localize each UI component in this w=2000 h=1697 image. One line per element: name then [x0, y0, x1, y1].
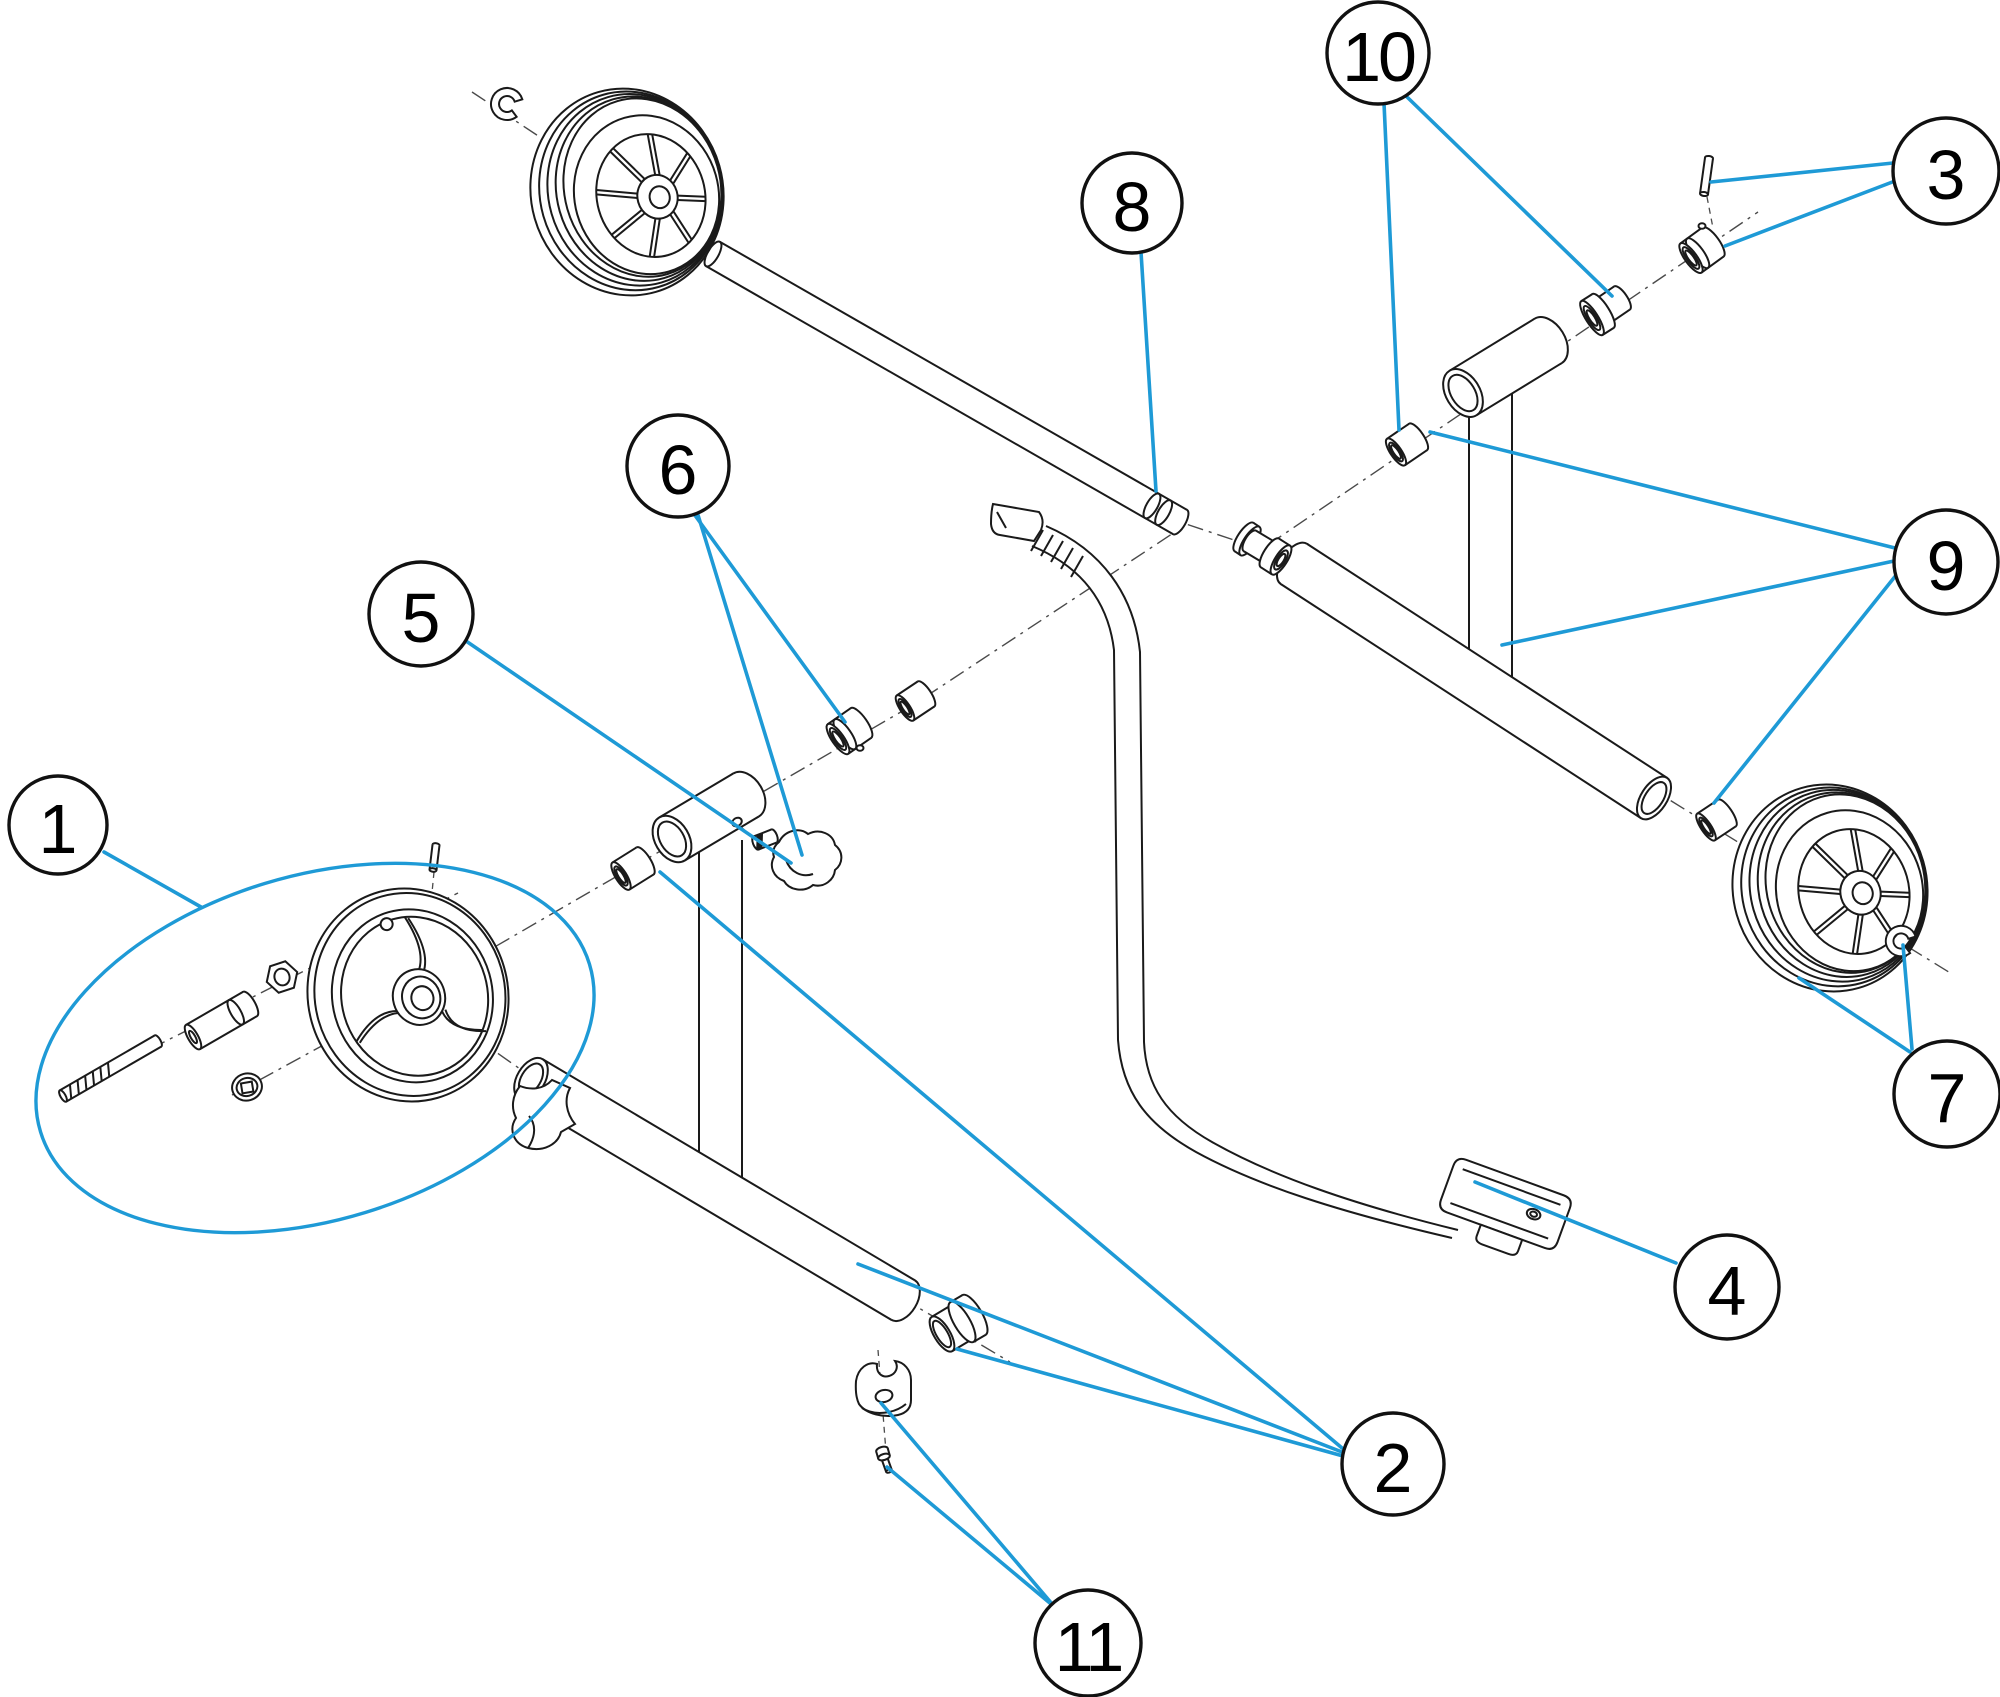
callout-2: 2 — [1340, 1411, 1446, 1517]
callout-2-leader-2 — [955, 1347, 1345, 1458]
callout-7-number: 7 — [1928, 1059, 1967, 1137]
retaining-clip-left-icon — [490, 87, 524, 121]
callout-4-bubble — [1673, 1233, 1781, 1341]
hub-pin — [428, 842, 441, 873]
hardware-small-parts — [610, 154, 1738, 891]
callout-9-leader-1 — [1428, 430, 1897, 550]
callout-3-number: 3 — [1927, 136, 1966, 214]
callout-10-leader-2 — [1404, 94, 1614, 298]
callout-11-bubble — [1033, 1588, 1143, 1697]
callout-10-leader-1 — [1382, 101, 1401, 432]
callout-3: 3 — [1891, 116, 2000, 226]
callout-2-number: 2 — [1374, 1429, 1413, 1507]
parts-line-art — [58, 87, 1929, 1474]
callout-1: 1 — [7, 774, 109, 876]
callout-8: 8 — [1080, 151, 1184, 255]
callout-5-number: 5 — [402, 579, 441, 657]
callout-10-bubble — [1325, 0, 1431, 106]
callout-6-leader-1 — [692, 512, 847, 724]
callout-4-leader-1 — [1473, 1180, 1678, 1265]
callout-3-leader-2 — [1723, 179, 1897, 248]
callout-9-leader-3 — [1712, 572, 1899, 805]
group-1-ellipse — [34, 861, 596, 1235]
tube-clamp — [854, 1359, 912, 1417]
center-wheel — [306, 887, 510, 1103]
callout-7-leader-1 — [1797, 976, 1912, 1054]
hex-nut — [265, 960, 299, 994]
right-wheel — [1731, 783, 1929, 993]
axle-stud — [58, 1034, 163, 1103]
callout-7: 7 — [1892, 1039, 2000, 1149]
callout-11-leader-2 — [885, 1465, 1059, 1611]
callout-8-leader-1 — [1139, 250, 1158, 493]
callout-1-number: 1 — [39, 790, 78, 868]
callout-2-leader-1 — [658, 870, 1344, 1450]
leader-lines — [102, 94, 1914, 1611]
callout-bubbles: 1 2 3 4 5 6 7 8 9 10 11 — [7, 0, 2000, 1697]
callout-2-bubble — [1340, 1411, 1446, 1517]
callout-5-bubble — [367, 560, 475, 668]
callout-9-number: 9 — [1927, 527, 1966, 605]
callout-6-number: 6 — [659, 431, 698, 509]
callout-11-number: 11 — [1055, 1608, 1122, 1686]
callout-11: 11 — [1033, 1588, 1143, 1697]
callout-6: 6 — [625, 413, 731, 519]
hand-knob — [770, 829, 843, 891]
callout-2-leader-3 — [856, 1262, 1344, 1454]
callout-8-bubble — [1080, 151, 1184, 255]
callout-6-bubble — [625, 413, 731, 519]
callout-4-number: 4 — [1708, 1252, 1747, 1330]
push-cap-nut — [231, 1072, 263, 1102]
left-wheel — [529, 87, 725, 297]
mid-support-post — [698, 840, 743, 1186]
strap-texture — [1030, 529, 1084, 578]
callout-10-number: 10 — [1342, 18, 1415, 96]
mid-support-sleeve — [651, 770, 767, 864]
callout-7-leader-2 — [1901, 943, 1914, 1051]
callout-5-leader-1 — [464, 639, 793, 865]
callout-6-leader-2 — [696, 513, 804, 857]
right-support-sleeve — [1442, 316, 1569, 418]
tube-end-cap — [928, 1293, 989, 1353]
callout-1-leader-1 — [102, 850, 203, 909]
mid-tube-bracket — [511, 1078, 577, 1150]
callout-11-leader-1 — [879, 1401, 1055, 1607]
callout-8-number: 8 — [1113, 168, 1152, 246]
right-support-post — [1468, 380, 1513, 700]
callout-5: 5 — [367, 560, 475, 668]
spacer-roller — [1232, 521, 1293, 576]
callout-9-leader-2 — [1500, 559, 1896, 647]
retaining-clip-right-icon — [1884, 924, 1917, 958]
callout-9: 9 — [1892, 508, 2000, 616]
assembly-axes — [94, 91, 1953, 1453]
callout-7-bubble — [1892, 1039, 2000, 1149]
callout-3-bubble — [1891, 116, 2000, 226]
callout-1-bubble — [7, 774, 109, 876]
callout-9-bubble — [1892, 508, 2000, 616]
group-1-ellipse-outline — [34, 861, 596, 1235]
callout-4: 4 — [1673, 1233, 1781, 1341]
axle-tube — [703, 240, 1190, 536]
callout-3-leader-1 — [1709, 161, 1895, 184]
spacer-sleeve — [183, 990, 260, 1051]
strap-buckle — [1439, 1157, 1572, 1256]
hanger-strap — [989, 502, 1459, 1239]
callout-10: 10 — [1325, 0, 1431, 106]
